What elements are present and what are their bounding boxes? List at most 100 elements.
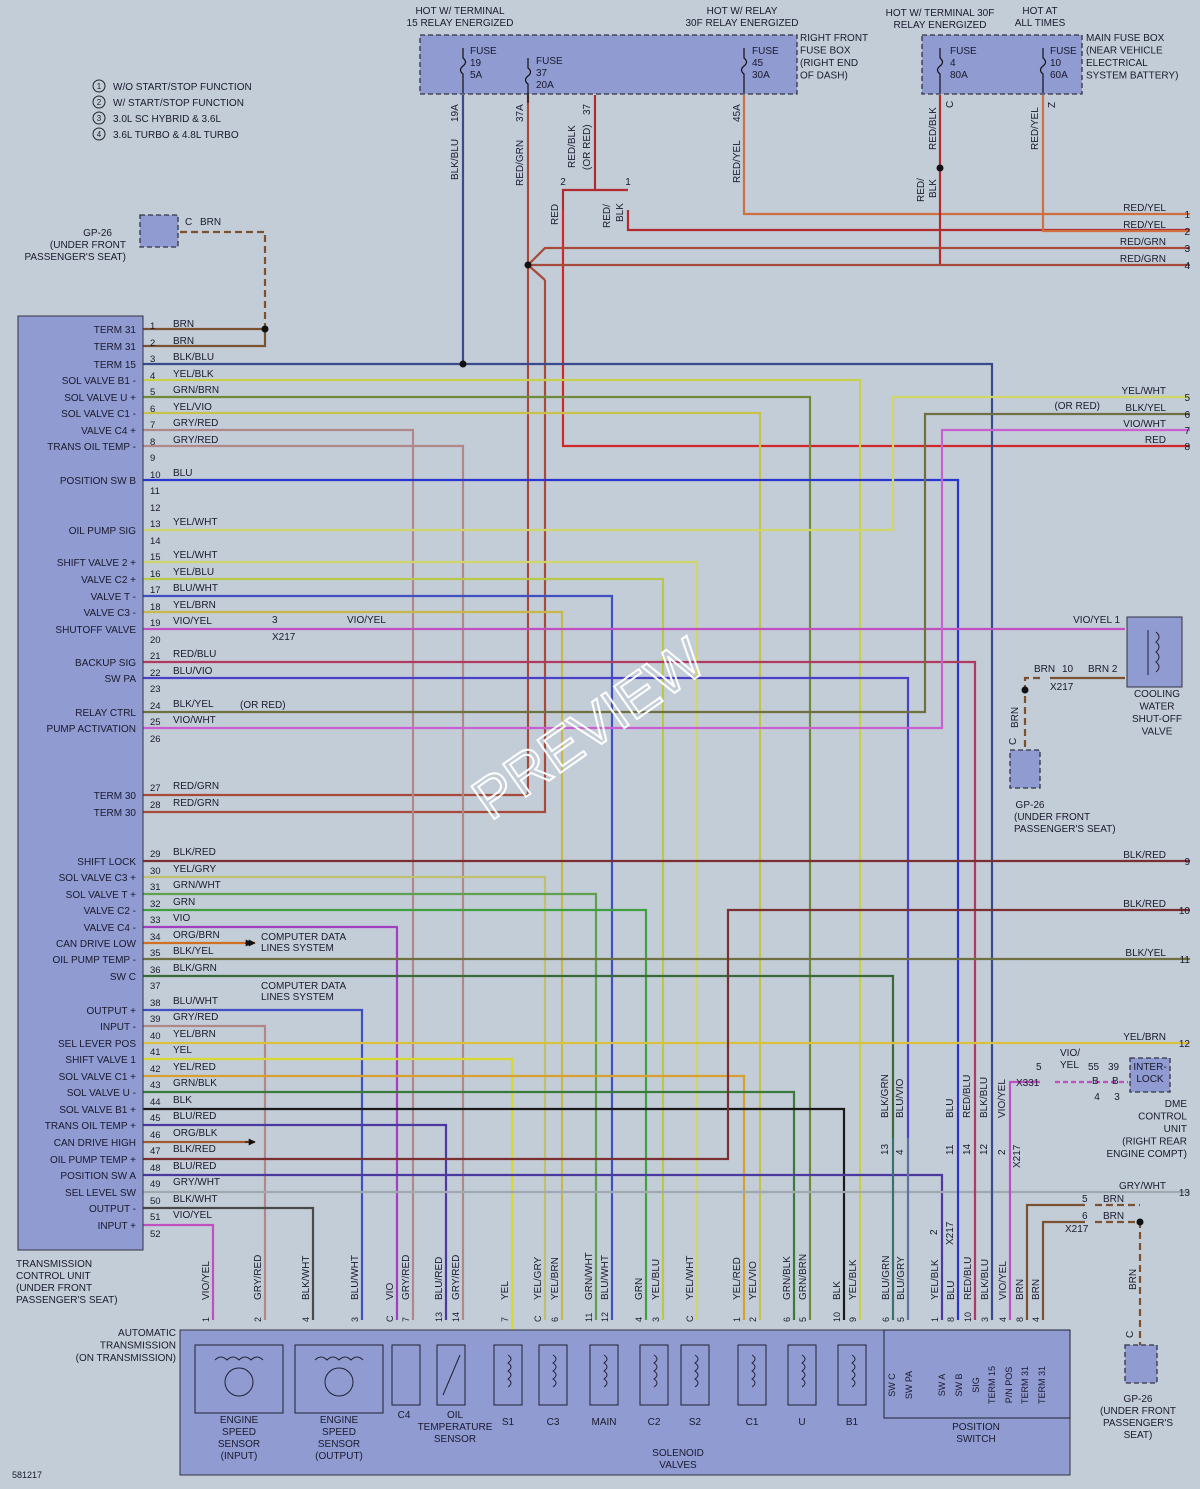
terminal-label: TERM 15 <box>987 1366 997 1404</box>
wire-label: BRN <box>1031 1279 1042 1300</box>
pin-num: 5 <box>896 1317 906 1322</box>
wire-p42 <box>143 1074 746 1320</box>
solenoid-group-label: SOLENOID <box>652 1448 704 1459</box>
solenoid-label: C1 <box>746 1417 759 1428</box>
wire-label: GRY/RED <box>173 435 218 446</box>
coil-icon <box>653 1354 658 1388</box>
pin-name: TERM 31 <box>94 342 137 353</box>
solenoid-label: C3 <box>547 1417 560 1428</box>
pin-num: 42 <box>150 1064 161 1075</box>
gp26-top <box>139 214 179 248</box>
wire-p10 <box>143 478 960 1138</box>
pin-name: SEL LEVEL SW <box>65 1188 137 1199</box>
wire-label: BLU/VIO <box>173 666 213 677</box>
wire-p18 <box>143 610 564 1320</box>
wire-label: BLK <box>615 203 626 222</box>
pin-num: 8 <box>946 1317 956 1322</box>
fuse-box-label: (RIGHT END <box>800 58 858 69</box>
pin-num: C <box>385 1315 395 1322</box>
fuse-label: FUSE <box>950 46 977 57</box>
wire-label: BRN <box>200 217 221 228</box>
interlock-label: LOCK <box>1136 1074 1164 1085</box>
legend-text: W/ START/STOP FUNCTION <box>113 98 244 109</box>
pin-num: C <box>533 1315 543 1322</box>
wire-label: GRY/RED <box>451 1255 462 1300</box>
pin-name: SOL VALVE B1 - <box>62 376 136 387</box>
wire-label: YEL/GRY <box>173 864 216 875</box>
pin-name: VALVE C2 - <box>84 906 136 917</box>
pin-name: SOL VALVE B1 + <box>59 1105 136 1116</box>
pin-name: SHIFT VALVE 2 + <box>57 558 136 569</box>
fuse-label: 4 <box>950 58 956 69</box>
wire-label: YEL/WHT <box>173 517 217 528</box>
pin-name: SOL VALVE C3 + <box>59 873 137 884</box>
wire-layer <box>143 95 1190 1405</box>
wire-label: BRN <box>1010 707 1021 728</box>
wire-label: GRY/WHT <box>1119 1181 1166 1192</box>
wire-label: BLU <box>173 468 192 479</box>
connector-label: X217 <box>272 632 296 643</box>
wire-label: VIO/ <box>1060 1048 1080 1059</box>
wire-p4 <box>143 378 862 1320</box>
wire-label: BLK/WHT <box>173 1194 217 1205</box>
wire-label: YEL/VIO <box>173 402 212 413</box>
pin-num: 40 <box>150 1031 161 1042</box>
wire-num: 3 <box>1184 244 1190 255</box>
automatic-transmission <box>179 1329 1071 1476</box>
pin-name: VALVE C2 + <box>81 575 136 586</box>
pin-label: C <box>1008 738 1019 745</box>
wire-label: YEL <box>500 1281 511 1300</box>
trans-label: (ON TRANSMISSION) <box>76 1353 176 1364</box>
wire-label: VIO/YEL 1 <box>1073 615 1120 626</box>
pin-num: 28 <box>150 800 161 811</box>
connector-label: X217 <box>1050 682 1074 693</box>
pin-num: 21 <box>150 651 161 662</box>
pin-num: 6 <box>550 1317 560 1322</box>
pin-name: TRANS OIL TEMP - <box>47 442 136 453</box>
pin-name: TERM 30 <box>94 791 137 802</box>
wire-p25 <box>143 428 1190 730</box>
pin-num: 14 <box>150 536 161 547</box>
wire-p48 <box>143 1173 944 1320</box>
wire-label: RED/GRN <box>1120 254 1166 265</box>
ground-label: (UNDER FRONT <box>50 240 126 251</box>
wire-p17 <box>143 594 614 1320</box>
wire-p15 <box>143 560 699 1320</box>
wire-label: BLK/BLU <box>450 139 461 180</box>
wire-label: BLK/YEL <box>1125 948 1166 959</box>
wire-p39 <box>143 1024 267 1320</box>
component-label: SENSOR <box>318 1439 360 1450</box>
position-switch-box <box>883 1329 1071 1419</box>
pin-num: 2 <box>748 1317 758 1322</box>
ground-label: PASSENGER'S <box>1103 1418 1173 1429</box>
wire-label: BLU/RED <box>173 1161 216 1172</box>
cooling-label: VALVE <box>1142 727 1173 738</box>
pin-num: 8 <box>1015 1317 1025 1322</box>
pin-num: 29 <box>150 849 161 860</box>
pin-num: 5 <box>1082 1194 1088 1205</box>
wire-num: 12 <box>1179 1039 1191 1050</box>
pin-num: 6 <box>150 404 155 415</box>
pin-num: 43 <box>150 1080 161 1091</box>
pin-num: 16 <box>150 569 161 580</box>
pin-num: 7 <box>150 420 155 431</box>
pin-num: 6 <box>881 1317 891 1322</box>
cds-label: LINES SYSTEM <box>261 943 334 954</box>
pin-num: 10 <box>150 470 161 481</box>
pin-num: 10 <box>832 1312 842 1322</box>
wire-label: GRN/BRN <box>173 385 219 396</box>
wire-label: BLK/RED <box>173 847 216 858</box>
wire-label: RED/GRN <box>173 798 219 809</box>
fuse-label: 60A <box>1050 70 1068 81</box>
pin-num: 11 <box>945 1144 956 1155</box>
pin-name: SOL VALVE U - <box>67 1088 136 1099</box>
fuse-label: FUSE <box>1050 46 1077 57</box>
pin-num: 39 <box>1108 1062 1120 1073</box>
wire-label: BLU/WHT <box>173 583 218 594</box>
pin-num: 15 <box>150 552 161 563</box>
wire-p44 <box>143 1107 846 1320</box>
wire-label: BLK <box>832 1281 843 1300</box>
cooling-label: SHUT-OFF <box>1132 714 1182 725</box>
wire-term31 <box>143 327 267 348</box>
wire-label: GRN/BLK <box>782 1256 793 1300</box>
